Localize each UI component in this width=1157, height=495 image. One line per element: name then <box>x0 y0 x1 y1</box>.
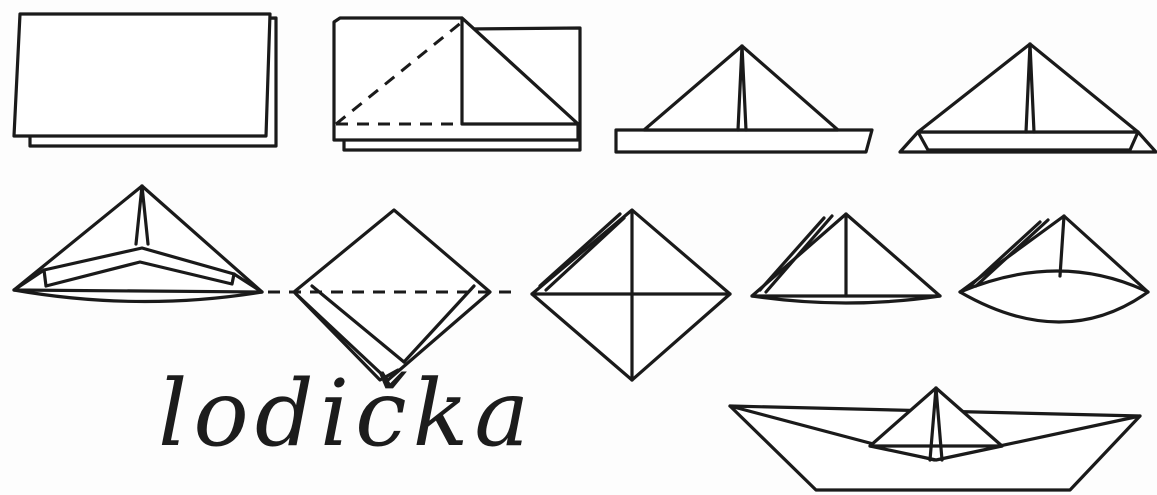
step-1-folded-sheet <box>14 14 276 146</box>
step-4-brim-tucked <box>900 44 1156 152</box>
title-word: lodička <box>158 368 535 460</box>
paper-boat <box>730 388 1140 490</box>
step-5-hat-opened <box>14 186 262 302</box>
step-3-triangle-with-brim <box>616 46 872 152</box>
step-9-triangle-opened <box>960 216 1148 322</box>
step-7-diamond-square <box>532 210 730 380</box>
step-6-diamond-folded <box>268 210 518 380</box>
step-8-small-triangle <box>752 214 940 303</box>
step-2-corner-fold <box>334 18 580 150</box>
